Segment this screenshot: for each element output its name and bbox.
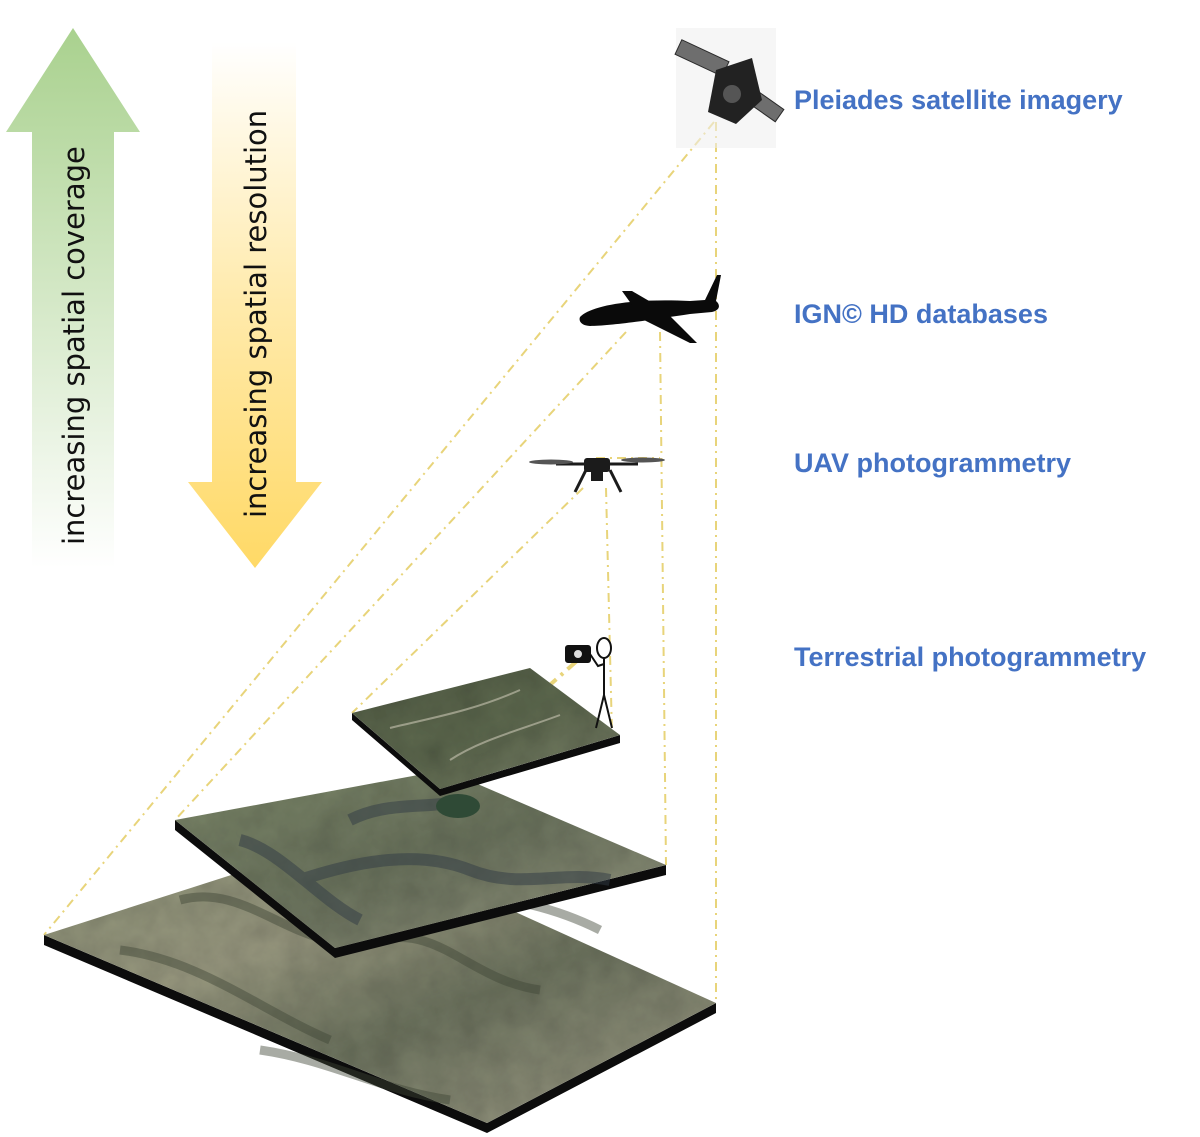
satellite-lens — [723, 85, 741, 103]
drone-body — [584, 458, 610, 472]
satellite-icon — [674, 28, 785, 148]
drone-rotor-right — [621, 457, 665, 463]
airplane-wing-lower — [640, 316, 697, 343]
uav-label: UAV photogrammetry — [794, 448, 1071, 478]
airplane-wing-upper — [622, 291, 656, 305]
drone-rotor-left — [529, 459, 573, 465]
terrain-imagery-medium — [175, 770, 666, 958]
resolution-arrow-shape — [188, 42, 322, 568]
uav-sight-line-right — [605, 487, 613, 736]
airplane-sight-line-right — [659, 331, 667, 866]
person-legs — [595, 694, 613, 729]
uav-sight-line-left — [351, 487, 584, 714]
camera-person-icon — [565, 637, 613, 729]
person-arms — [589, 653, 605, 668]
drone-icon — [529, 457, 665, 493]
drone-camera — [591, 472, 603, 481]
airplane-fuselage — [579, 275, 721, 326]
resolution-arrow-caption: increasing spatial resolution — [239, 110, 273, 518]
terrain-small-thickness — [352, 713, 620, 796]
coverage-arrow-caption: increasing spatial coverage — [57, 146, 91, 545]
camera-lens — [572, 648, 584, 660]
airplane-sight-line-left — [174, 331, 627, 821]
resolution-arrow: increasing spatial resolution — [188, 42, 322, 568]
terrestrial-label: Terrestrial photogrammetry — [794, 642, 1146, 672]
terrain-small-trails — [389, 689, 561, 761]
terrain-medium-lake — [436, 794, 480, 818]
airplane-label: IGN© HD databases — [794, 299, 1048, 329]
terrain-small-surface — [352, 668, 620, 789]
terrain-medium-thickness — [175, 820, 666, 958]
terrain-imagery-small — [352, 668, 620, 796]
satellite-sight-line-left — [43, 121, 715, 936]
drone-leg-left — [573, 469, 588, 493]
satellite-label: Pleiades satellite imagery — [794, 85, 1123, 115]
person-head — [596, 637, 612, 659]
terrain-large-surface — [44, 837, 716, 1123]
airplane-icon — [579, 275, 721, 343]
coverage-arrow: increasing spatial coverage — [6, 28, 140, 568]
coverage-arrow-shape — [6, 28, 140, 568]
drone-leg-right — [608, 469, 623, 493]
